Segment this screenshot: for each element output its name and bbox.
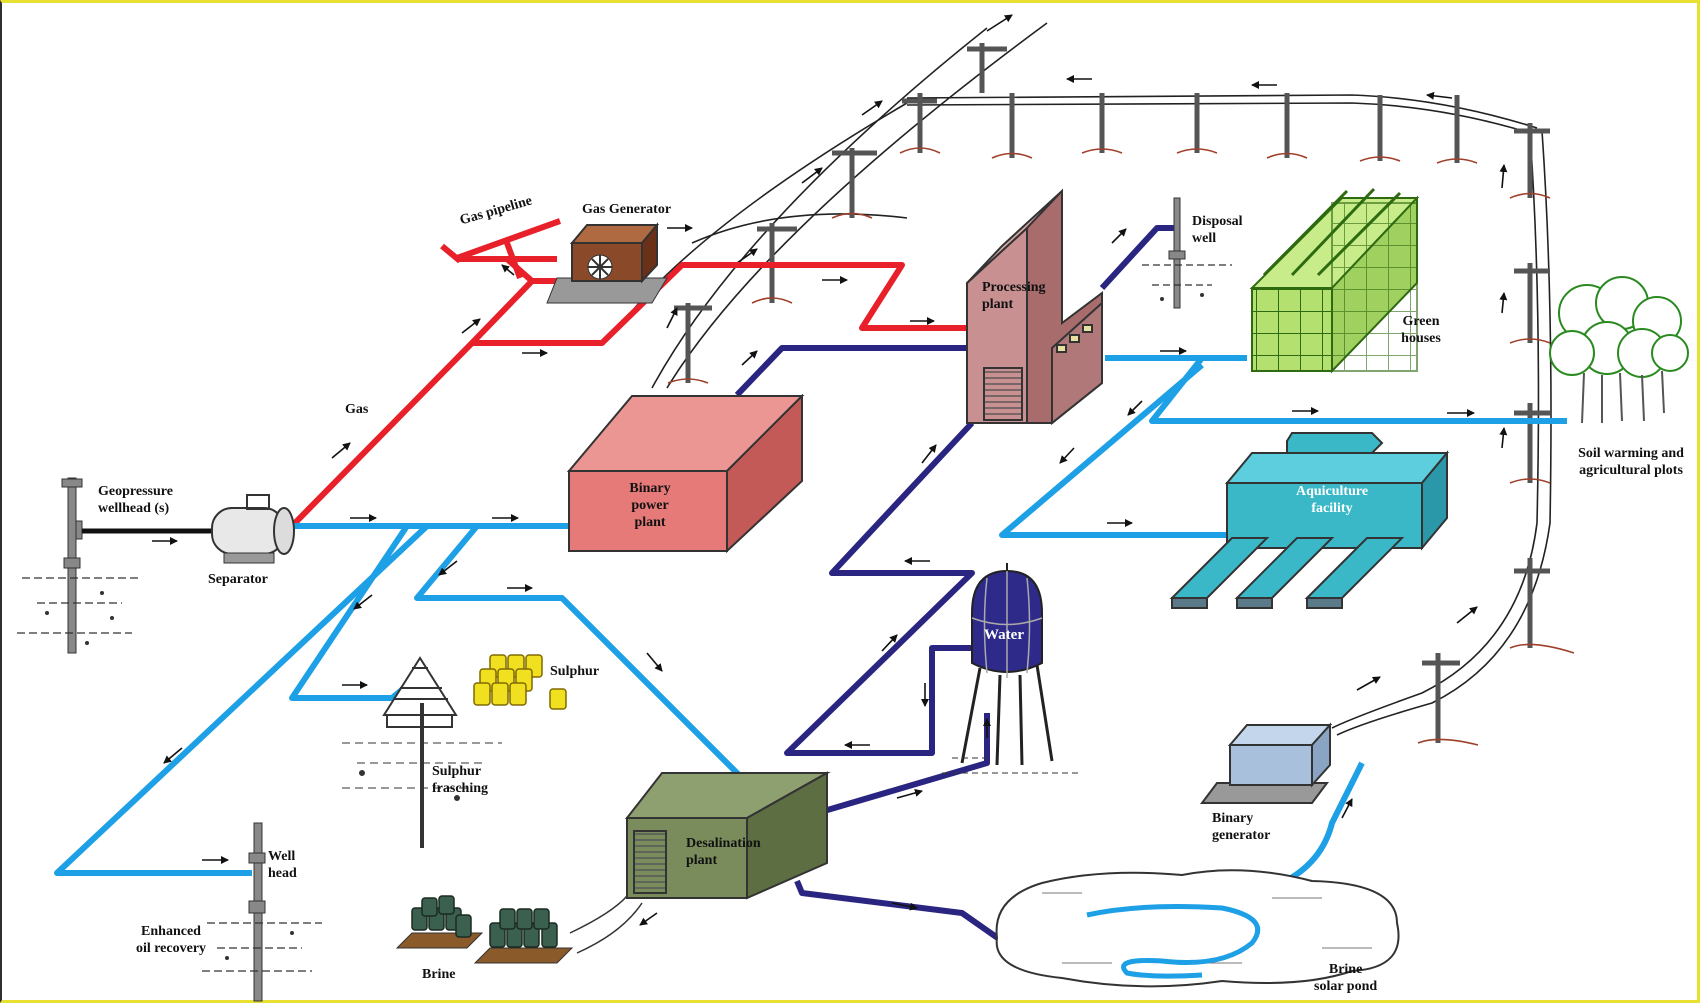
aquiculture-facility (1169, 432, 1450, 609)
green-houses-label-line2: houses (1401, 331, 1441, 346)
binary-power-plant-label-line2: power (631, 498, 669, 513)
binary-power-plant (566, 393, 805, 554)
geopressure-wellhead-label-line1: Geopressure (98, 484, 173, 499)
sulphur-label: Sulphur (550, 664, 600, 679)
soil-warming-label-line2: agricultural plots (1579, 463, 1683, 478)
binary-power-plant-label-line3: plant (634, 515, 666, 530)
gas-label: Gas (345, 402, 369, 417)
enhanced-oil-recovery-well (202, 822, 322, 1002)
gas-generator-label: Gas Generator (582, 202, 672, 217)
disposal-well-label-line1: Disposal (1192, 214, 1243, 229)
pole-roots (667, 147, 1575, 746)
desalination-plant (624, 771, 831, 900)
enhanced-oil-recovery-label: Enhanced oil recovery (126, 923, 216, 957)
geopressure-wellhead-label: Geopressure wellhead (s) (98, 483, 173, 517)
trees (1549, 276, 1689, 424)
processing-plant-label-line1: Processing (982, 280, 1046, 295)
desalination-plant-label: Desalination plant (686, 835, 761, 869)
power-flow-arrows (666, 14, 1508, 691)
well-head-label: Well head (268, 848, 297, 882)
soil-warming-label: Soil warming and agricultural plots (1564, 445, 1698, 479)
brine-label: Brine (422, 967, 456, 982)
gas-generator (546, 222, 668, 304)
binary-generator-label-line1: Binary (1212, 811, 1254, 826)
diagram-graphics (17, 14, 1689, 1002)
sulphur-frasching-label-line2: frasching (432, 781, 488, 796)
sulphur-frasching-derrick (342, 656, 502, 848)
water-flow-arrows (741, 228, 1127, 911)
desalination-plant-label-line2: plant (686, 853, 718, 868)
green-houses-label: Green houses (1390, 313, 1452, 347)
soil-warming-label-line1: Soil warming and (1578, 446, 1684, 461)
processing-plant (966, 188, 1103, 426)
separator-tank (211, 494, 295, 564)
disposal-well-label: Disposal well (1192, 213, 1243, 247)
well-head-label-line2: head (268, 866, 297, 881)
disposal-well-label-line2: well (1192, 231, 1217, 246)
sulphur-frasching-label-line1: Sulphur (432, 764, 482, 779)
processing-plant-label: Processing plant (982, 279, 1046, 313)
green-houses (1249, 187, 1420, 374)
disposal-well (1142, 197, 1232, 309)
binary-generator (1200, 722, 1333, 804)
well-head-label-line1: Well (268, 849, 296, 864)
desalination-plant-label-line1: Desalination (686, 836, 761, 851)
separator-label: Separator (208, 572, 268, 587)
water-tower (942, 563, 1082, 774)
brine-solar-pond (995, 869, 1400, 988)
green-houses-label-line1: Green (1402, 314, 1440, 329)
brine-flow-arrows (163, 347, 1475, 864)
geopressure-wellhead (17, 477, 217, 654)
brine-barrels (395, 895, 658, 964)
sulphur-barrels (473, 654, 567, 710)
aquiculture-facility-label-line1: Aquiculture (1295, 484, 1369, 499)
enhanced-oil-recovery-label-line2: oil recovery (135, 941, 207, 956)
binary-power-plant-label-line1: Binary (629, 481, 671, 496)
brine-solar-pond-label-line1: Brine (1328, 962, 1363, 977)
utility-poles (674, 43, 1550, 743)
binary-generator-label: Binary generator (1212, 810, 1270, 844)
aquiculture-facility-label: Aquiculture facility (1277, 483, 1387, 517)
enhanced-oil-recovery-label-line1: Enhanced (141, 924, 201, 939)
gas-pipeline-bar (455, 218, 562, 280)
aquiculture-facility-label-line2: facility (1311, 501, 1353, 516)
brine-solar-pond-label-line2: solar pond (1314, 979, 1378, 994)
binary-generator-label-line2: generator (1212, 828, 1271, 843)
processing-plant-label-line2: plant (982, 297, 1014, 312)
brine-solar-pond-label: Brine solar pond (1314, 961, 1377, 995)
binary-power-plant-label: Binary power plant (612, 480, 688, 531)
sulphur-frasching-label: Sulphur frasching (432, 763, 488, 797)
gas-flow-arrows (331, 264, 935, 459)
geopressure-wellhead-label-line2: wellhead (s) (98, 501, 170, 516)
water-tower-label: Water (984, 627, 1024, 643)
